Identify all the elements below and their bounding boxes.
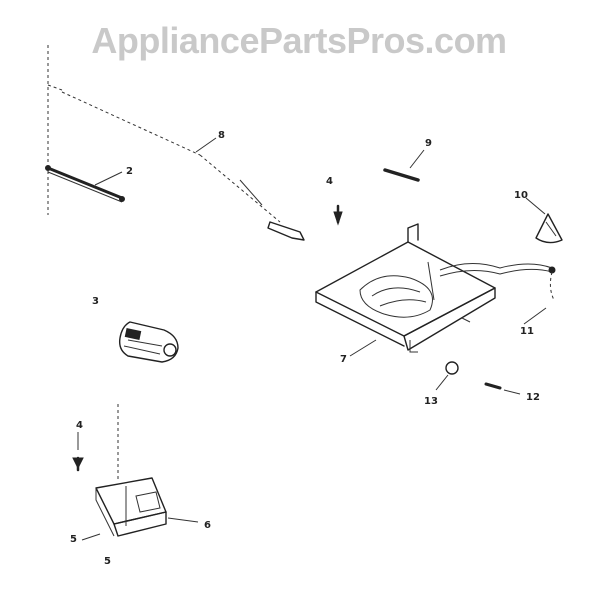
leader-8 [195,137,217,153]
part-3-motor[interactable] [118,321,179,363]
watermark-logo: AppliancePartsPros.com [91,20,507,61]
callout-12: 12 [526,392,540,403]
callout-5b: 5 [104,556,111,567]
leader-13 [435,374,449,391]
part-8-tie-rod[interactable] [61,91,305,241]
callout-4a: 4 [326,176,333,187]
leader-10 [525,197,546,215]
part-6-lower-bracket[interactable] [95,404,167,537]
part-7-bracket-assembly[interactable] [315,223,556,353]
callout-6: 6 [204,520,211,531]
part-2-rod[interactable] [45,45,125,215]
leader-7 [349,339,377,357]
callout-2: 2 [126,166,133,177]
part-11-clip[interactable] [549,271,555,301]
callout-5a: 5 [70,534,77,545]
callout-7: 7 [340,354,347,365]
part-10-cone[interactable] [535,213,563,244]
part-4-screw-upper[interactable] [333,204,343,226]
callout-3: 3 [92,296,99,307]
part-13-washer[interactable] [445,361,459,375]
callout-9: 9 [425,138,432,149]
leader-5 [81,533,101,541]
part-9-bar[interactable] [383,168,420,182]
callout-11: 11 [520,326,534,337]
callout-8: 8 [218,130,225,141]
leader-2 [94,171,123,186]
callout-4b: 4 [76,420,83,431]
part-4-screw-lower[interactable] [72,432,84,472]
callout-10: 10 [514,190,528,201]
leader-11 [523,307,547,325]
leader-12 [503,389,521,395]
leader-9 [409,149,425,169]
part-12-screw[interactable] [484,382,502,390]
leader-6 [167,517,199,523]
callout-13: 13 [424,396,438,407]
